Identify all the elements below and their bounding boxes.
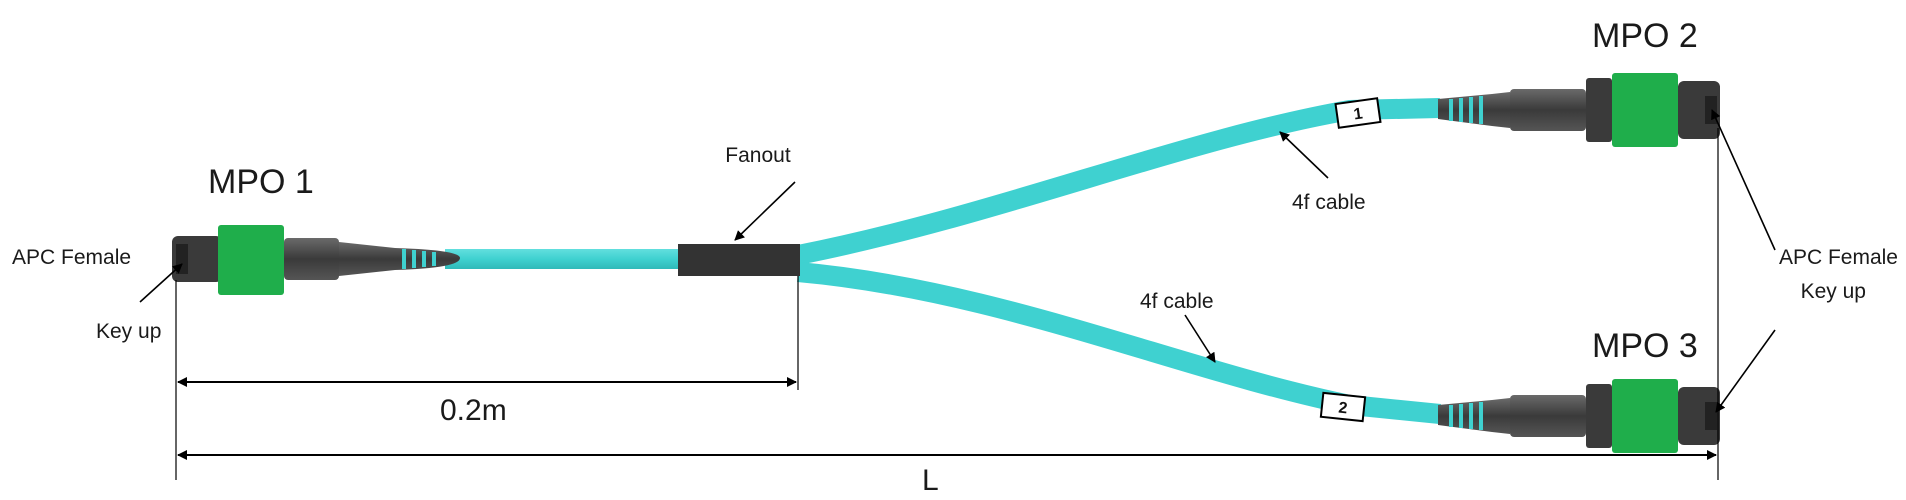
mpo3-connector bbox=[1438, 379, 1720, 453]
mpo1-label: MPO 1 bbox=[208, 163, 314, 201]
cable-tag-1-label: 1 bbox=[1353, 105, 1364, 123]
key-up-left-label: Key up bbox=[96, 320, 161, 343]
cable-lower-arrow-icon bbox=[1184, 314, 1216, 363]
mpo2-label: MPO 2 bbox=[1592, 17, 1698, 55]
cable-tag-2-label: 2 bbox=[1338, 400, 1349, 418]
dim-total-label: L bbox=[922, 464, 939, 497]
mpo1-connector bbox=[172, 225, 460, 295]
mpo3-label: MPO 3 bbox=[1592, 327, 1698, 365]
key-up-right-label: Key up bbox=[1801, 280, 1866, 303]
key-up-right-lower-arrow-icon bbox=[1715, 329, 1776, 413]
cable-tag-2: 2 bbox=[1319, 391, 1367, 423]
key-up-right-upper-arrow-icon bbox=[1711, 109, 1776, 251]
cable-upper-arrow-icon bbox=[1279, 131, 1329, 179]
trunk-cable bbox=[445, 249, 680, 269]
upper-branch-cable bbox=[796, 98, 1441, 265]
fanout-label: Fanout bbox=[725, 144, 791, 167]
key-up-left-arrow-icon bbox=[139, 263, 183, 303]
apc-female-right-label: APC Female bbox=[1779, 246, 1898, 269]
cable-upper-label: 4f cable bbox=[1292, 191, 1366, 214]
fanout-arrow-icon bbox=[734, 181, 796, 241]
cable-lower-label: 4f cable bbox=[1140, 290, 1214, 313]
apc-female-left-label: APC Female bbox=[12, 246, 131, 269]
mpo2-connector bbox=[1438, 73, 1720, 147]
cable-tag-1: 1 bbox=[1334, 97, 1382, 129]
dim-short-label: 0.2m bbox=[440, 394, 507, 427]
fanout-body bbox=[678, 244, 800, 276]
lower-branch-cable bbox=[797, 262, 1441, 424]
